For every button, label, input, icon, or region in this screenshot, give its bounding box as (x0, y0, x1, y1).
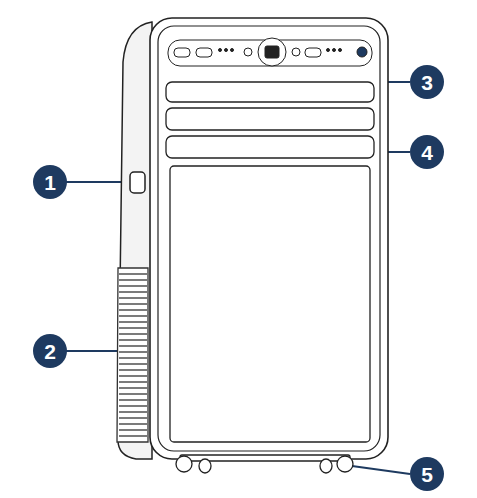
air-louvers (166, 82, 374, 158)
front-bezel (158, 26, 380, 451)
side-grille (117, 268, 148, 442)
casters (176, 455, 353, 473)
side-handle (130, 172, 145, 193)
callout-number: 2 (33, 334, 67, 368)
front-panel (170, 166, 370, 442)
front-housing (150, 18, 388, 459)
callout-number: 1 (33, 165, 67, 199)
side-panel (118, 22, 152, 459)
leader-lines (60, 82, 410, 474)
callout-number: 5 (410, 457, 444, 491)
callout-number: 4 (410, 135, 444, 169)
control-panel (168, 38, 372, 66)
callout-number: 3 (410, 65, 444, 99)
